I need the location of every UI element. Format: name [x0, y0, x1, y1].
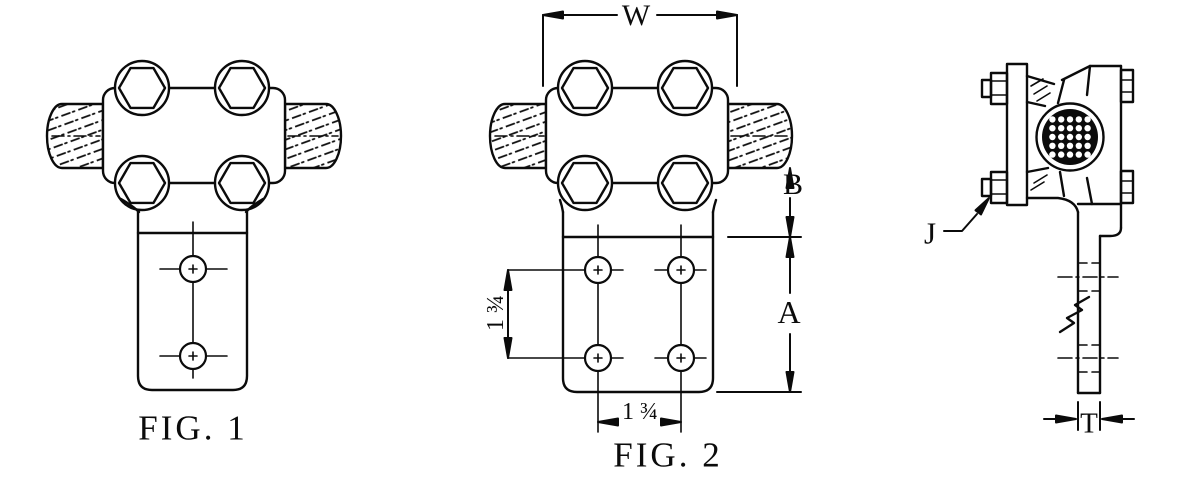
fig2-caption: FIG. 2: [613, 435, 723, 475]
fig1-bolts: [113, 59, 271, 212]
dim-label-hole-spacing-horizontal: 1 ¾: [622, 399, 658, 425]
dim-label-hole-spacing-vertical: 1 ¾: [483, 295, 509, 331]
side-dimension-t: [1043, 401, 1135, 431]
fig2-bolts: [556, 59, 714, 212]
fig2-dimension-a: [716, 236, 802, 393]
dim-label-t: T: [1080, 407, 1098, 440]
side-cable-cross-section: [1035, 102, 1105, 172]
side-clamp-plate: [1005, 62, 1029, 207]
side-callout-j-leader: [943, 197, 990, 232]
fig2-tang: [507, 198, 718, 433]
fig2-connector: [488, 10, 802, 433]
dim-label-a: A: [777, 294, 801, 330]
fig2-cable: [488, 102, 794, 170]
fig2-dimension-hole-spacing-horizontal: [597, 417, 682, 427]
cable-strand-dots: [1049, 116, 1091, 158]
dim-label-w: W: [621, 0, 651, 32]
fig1-tang: [119, 197, 265, 392]
fig1-caption: FIG. 1: [138, 408, 248, 448]
callout-label-j: J: [923, 215, 937, 251]
fig2-dimension-w: [542, 10, 738, 87]
fig1-connector: [45, 59, 343, 392]
fig2-dimension-hole-spacing-vertical: [503, 269, 513, 359]
side-left-bolts: [980, 71, 1009, 205]
fig1-cable: [45, 102, 343, 170]
dim-label-b: B: [782, 168, 804, 201]
fig2-dimension-b: [727, 167, 802, 238]
side-right-bolts: [1119, 68, 1135, 205]
break-symbol: [1058, 295, 1091, 334]
side-view-connector: [943, 62, 1135, 431]
side-tang: [1057, 210, 1119, 395]
